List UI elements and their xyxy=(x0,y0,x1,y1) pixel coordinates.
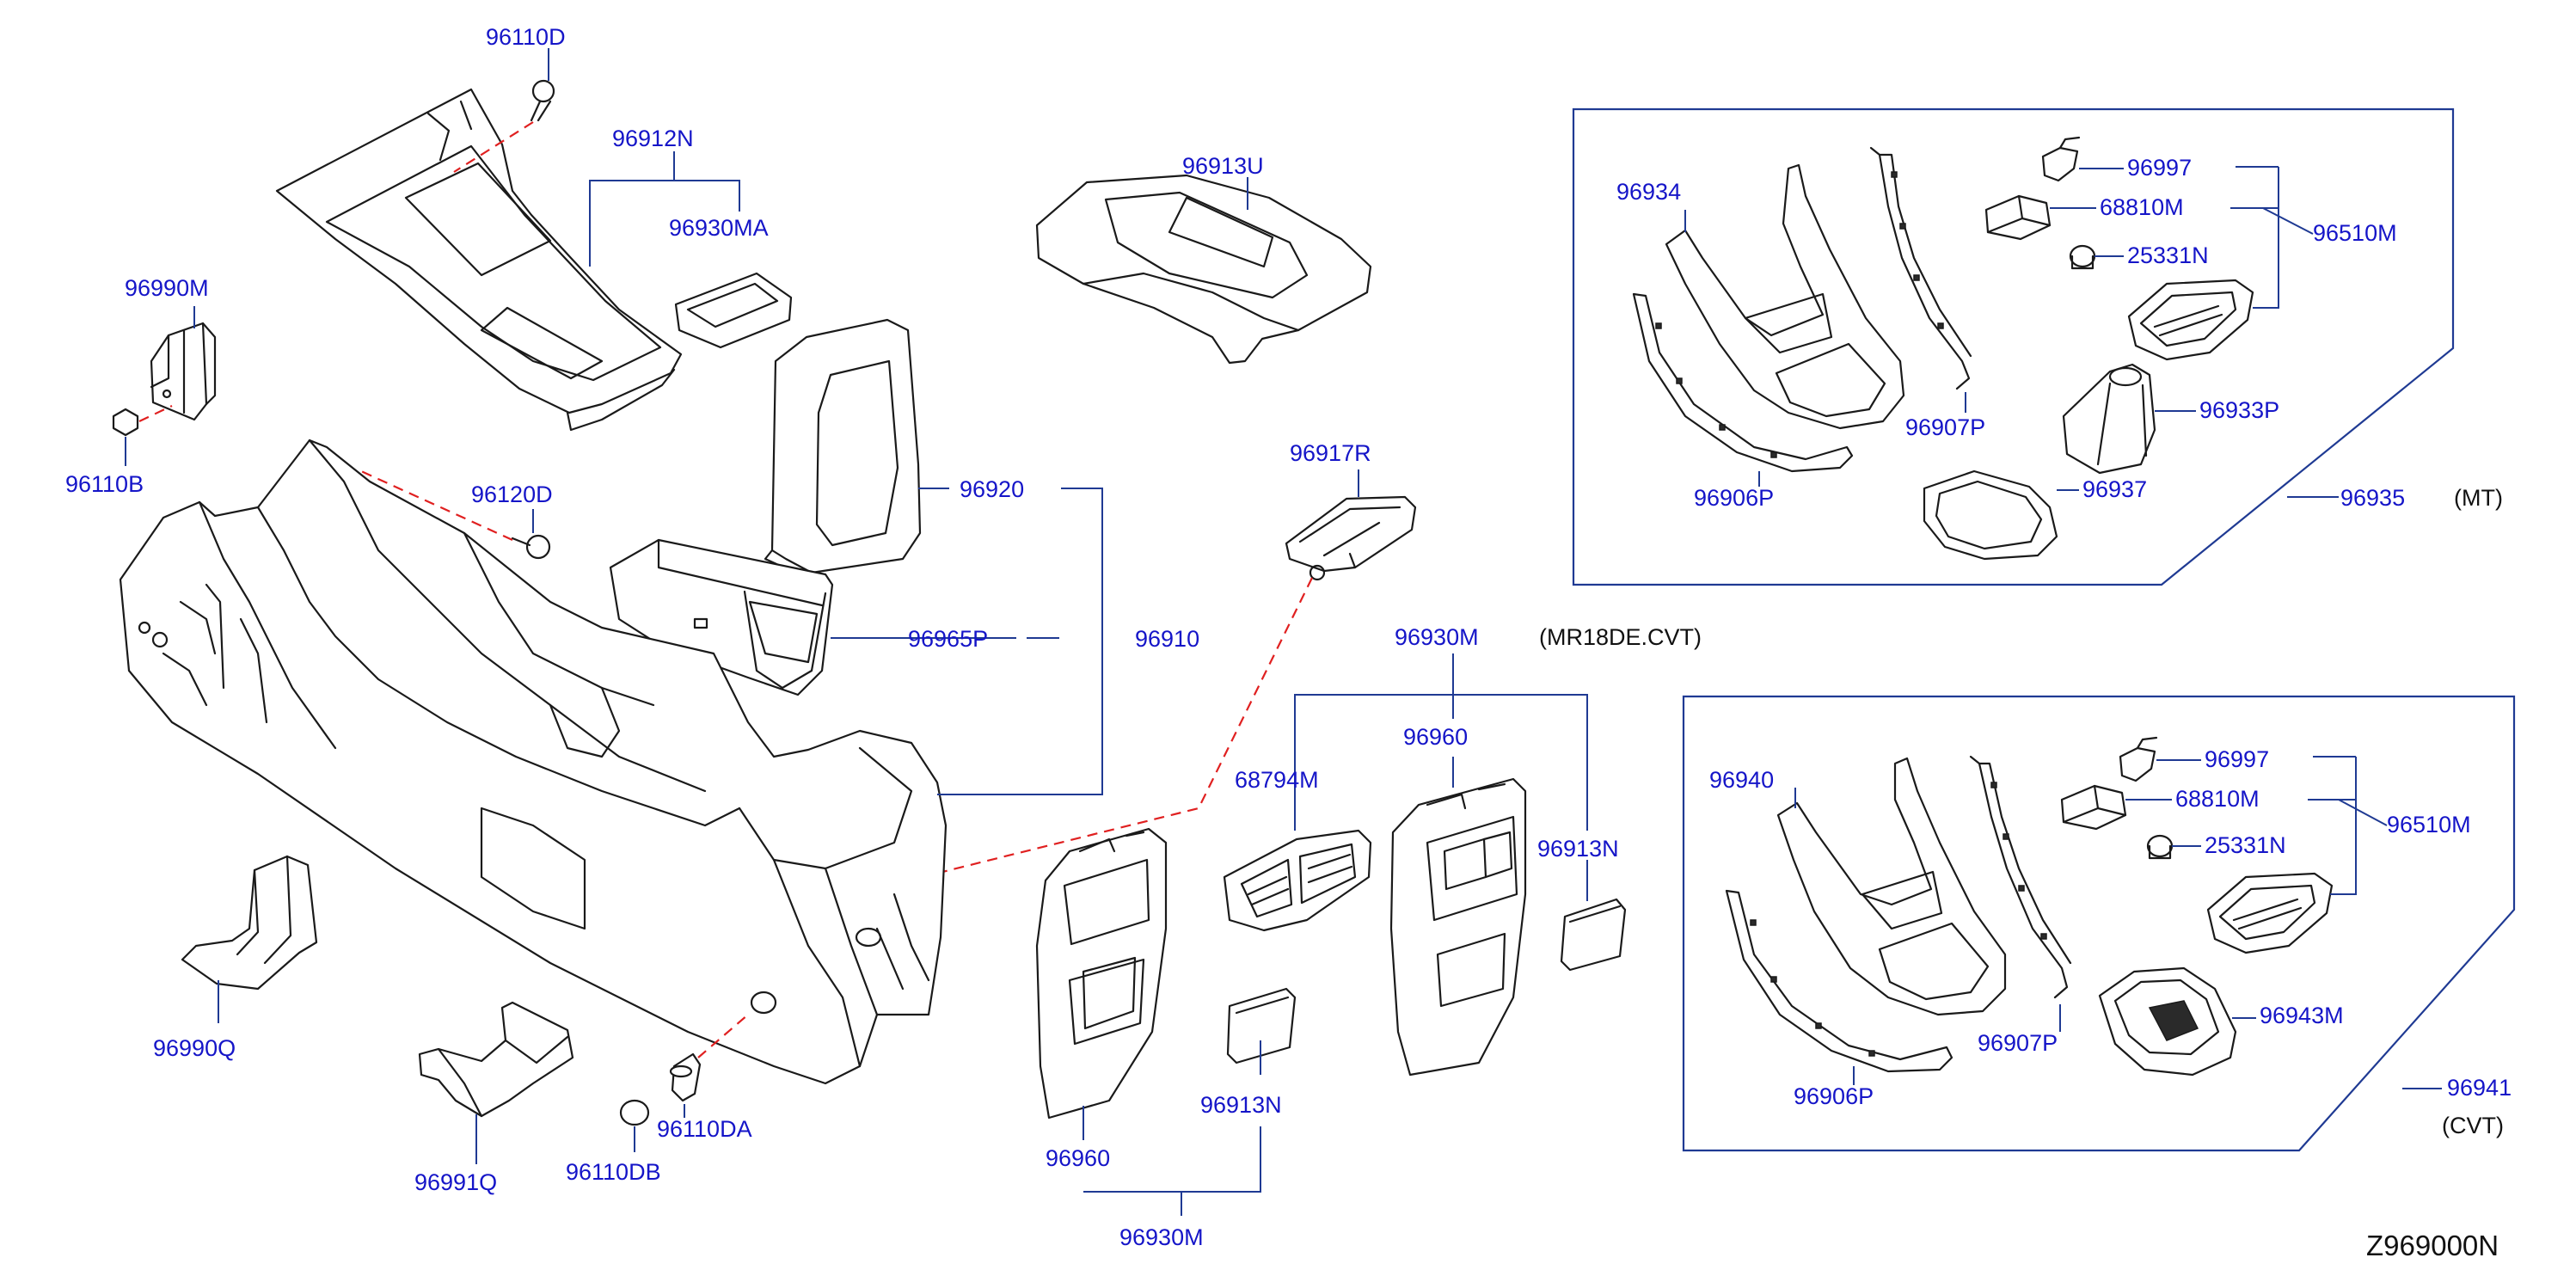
mt-bulb-25331n-part xyxy=(2069,244,2096,270)
dash-96110da xyxy=(697,1014,749,1058)
label-cvt-68810m: 68810M xyxy=(2175,786,2260,812)
cvt-bulb-25331n-part xyxy=(2146,834,2174,860)
label-96913u: 96913U xyxy=(1182,153,1264,179)
label-cvt-96940: 96940 xyxy=(1709,767,1775,793)
label-mt-96935: 96935 xyxy=(2340,485,2406,511)
label-mt-96937: 96937 xyxy=(2082,476,2148,502)
mt-trim-96907p-part xyxy=(1869,146,1972,390)
leader-lines xyxy=(125,48,2442,1216)
note-cvt: (CVT) xyxy=(2442,1113,2504,1138)
label-96913n-right: 96913N xyxy=(1537,836,1619,862)
cover-96913u-part xyxy=(1035,174,1372,365)
label-mt-96933p: 96933P xyxy=(2199,397,2280,423)
label-68794m: 68794M xyxy=(1235,767,1319,793)
mt-indicator-96510m-part xyxy=(2127,279,2254,361)
label-cvt-25331n: 25331N xyxy=(2205,832,2286,858)
mt-trim-96906p-part xyxy=(1632,292,1854,473)
label-96913n-low: 96913N xyxy=(1200,1092,1282,1118)
label-mt-25331n: 25331N xyxy=(2127,242,2209,268)
mt-frame xyxy=(1572,107,2455,586)
storage-box-96965p-part xyxy=(609,538,834,696)
label-mt-96510m: 96510M xyxy=(2313,220,2397,246)
mt-frame-96937-part xyxy=(1923,469,2058,561)
bracket-96991q-part xyxy=(418,1001,574,1118)
armrest-lid-part xyxy=(764,318,922,574)
label-cvt-96907p: 96907P xyxy=(1978,1030,2058,1056)
duct-96990q-part xyxy=(181,855,318,991)
label-96120d: 96120D xyxy=(471,482,553,507)
console-body-96910-part xyxy=(119,439,948,1085)
cupholder-96917r-part xyxy=(1285,495,1417,581)
dash-96120d xyxy=(360,469,513,542)
screw-96120d xyxy=(511,534,551,560)
label-cvt-96997: 96997 xyxy=(2205,746,2270,772)
label-cvt-96943m: 96943M xyxy=(2260,1003,2344,1028)
label-mt-96934: 96934 xyxy=(1616,179,1682,205)
label-96912n: 96912N xyxy=(612,126,694,151)
diagram-code: Z969000N xyxy=(2366,1230,2499,1261)
label-96991q: 96991Q xyxy=(414,1169,498,1195)
label-96920: 96920 xyxy=(960,476,1025,502)
note-mt: (MT) xyxy=(2454,485,2503,511)
cvt-trim-96906p-part xyxy=(1725,889,1953,1073)
label-mt-96906p: 96906P xyxy=(1694,485,1775,511)
label-96960-low: 96960 xyxy=(1046,1145,1111,1171)
cvt-frame xyxy=(1682,695,2516,1152)
label-cvt-96906p: 96906P xyxy=(1794,1083,1874,1109)
screw-96110d xyxy=(530,79,555,122)
cvt-finisher-96940-part xyxy=(1776,757,2007,1016)
label-96990q: 96990Q xyxy=(153,1035,236,1061)
label-96960-top: 96960 xyxy=(1403,724,1469,750)
mt-boot-96933p-part xyxy=(2062,363,2156,475)
note-engine: (MR18DE.CVT) xyxy=(1539,624,1702,650)
bracket-96990m-part xyxy=(150,322,217,421)
upper-finisher-part xyxy=(275,88,683,432)
mt-finisher-96934-part xyxy=(1665,163,1905,430)
label-96910: 96910 xyxy=(1135,626,1200,652)
rear-finisher-96960-lower-part xyxy=(1035,827,1168,1120)
label-mt-96997: 96997 xyxy=(2127,155,2193,181)
label-96110da: 96110DA xyxy=(657,1116,752,1142)
lid-96913n-right-part xyxy=(1560,898,1627,972)
label-mt-96907p: 96907P xyxy=(1905,414,1986,440)
dash-96917r xyxy=(921,577,1313,879)
label-96965p: 96965P xyxy=(908,626,989,652)
label-96930m-top: 96930M xyxy=(1395,624,1479,650)
label-96110db: 96110DB xyxy=(566,1159,661,1185)
label-96930m-low: 96930M xyxy=(1119,1224,1204,1250)
mt-clip-96997-part xyxy=(2041,136,2081,182)
lid-96913n-lower-part xyxy=(1226,987,1297,1064)
clip-96110da-part xyxy=(669,1052,702,1102)
rear-finisher-96960-upper-part xyxy=(1389,777,1527,1077)
cvt-trim-96907p-part xyxy=(1969,755,2072,999)
cvt-indicator-96510m-part xyxy=(2206,872,2334,954)
cvt-clip-96997-part xyxy=(2119,736,2158,782)
label-96917r: 96917R xyxy=(1290,440,1371,466)
dash-96110b xyxy=(138,405,173,422)
cvt-socket-68810m-part xyxy=(2060,784,2127,831)
label-96110b: 96110B xyxy=(65,471,144,497)
plug-96110db-part xyxy=(619,1099,650,1126)
label-96930ma: 96930MA xyxy=(669,215,769,241)
nut-96110b xyxy=(112,408,139,437)
mt-socket-68810m-part xyxy=(1984,194,2052,241)
vent-68794m-part xyxy=(1223,829,1372,932)
tray-96930ma-part xyxy=(674,272,793,349)
cvt-indicator-96943m-part xyxy=(2098,966,2237,1077)
label-96110d: 96110D xyxy=(486,24,566,50)
label-mt-68810m: 68810M xyxy=(2100,194,2184,220)
label-cvt-96510m: 96510M xyxy=(2387,812,2471,837)
label-cvt-96941: 96941 xyxy=(2447,1075,2512,1101)
label-96990m: 96990M xyxy=(125,275,209,301)
dash-96110d xyxy=(453,121,534,173)
